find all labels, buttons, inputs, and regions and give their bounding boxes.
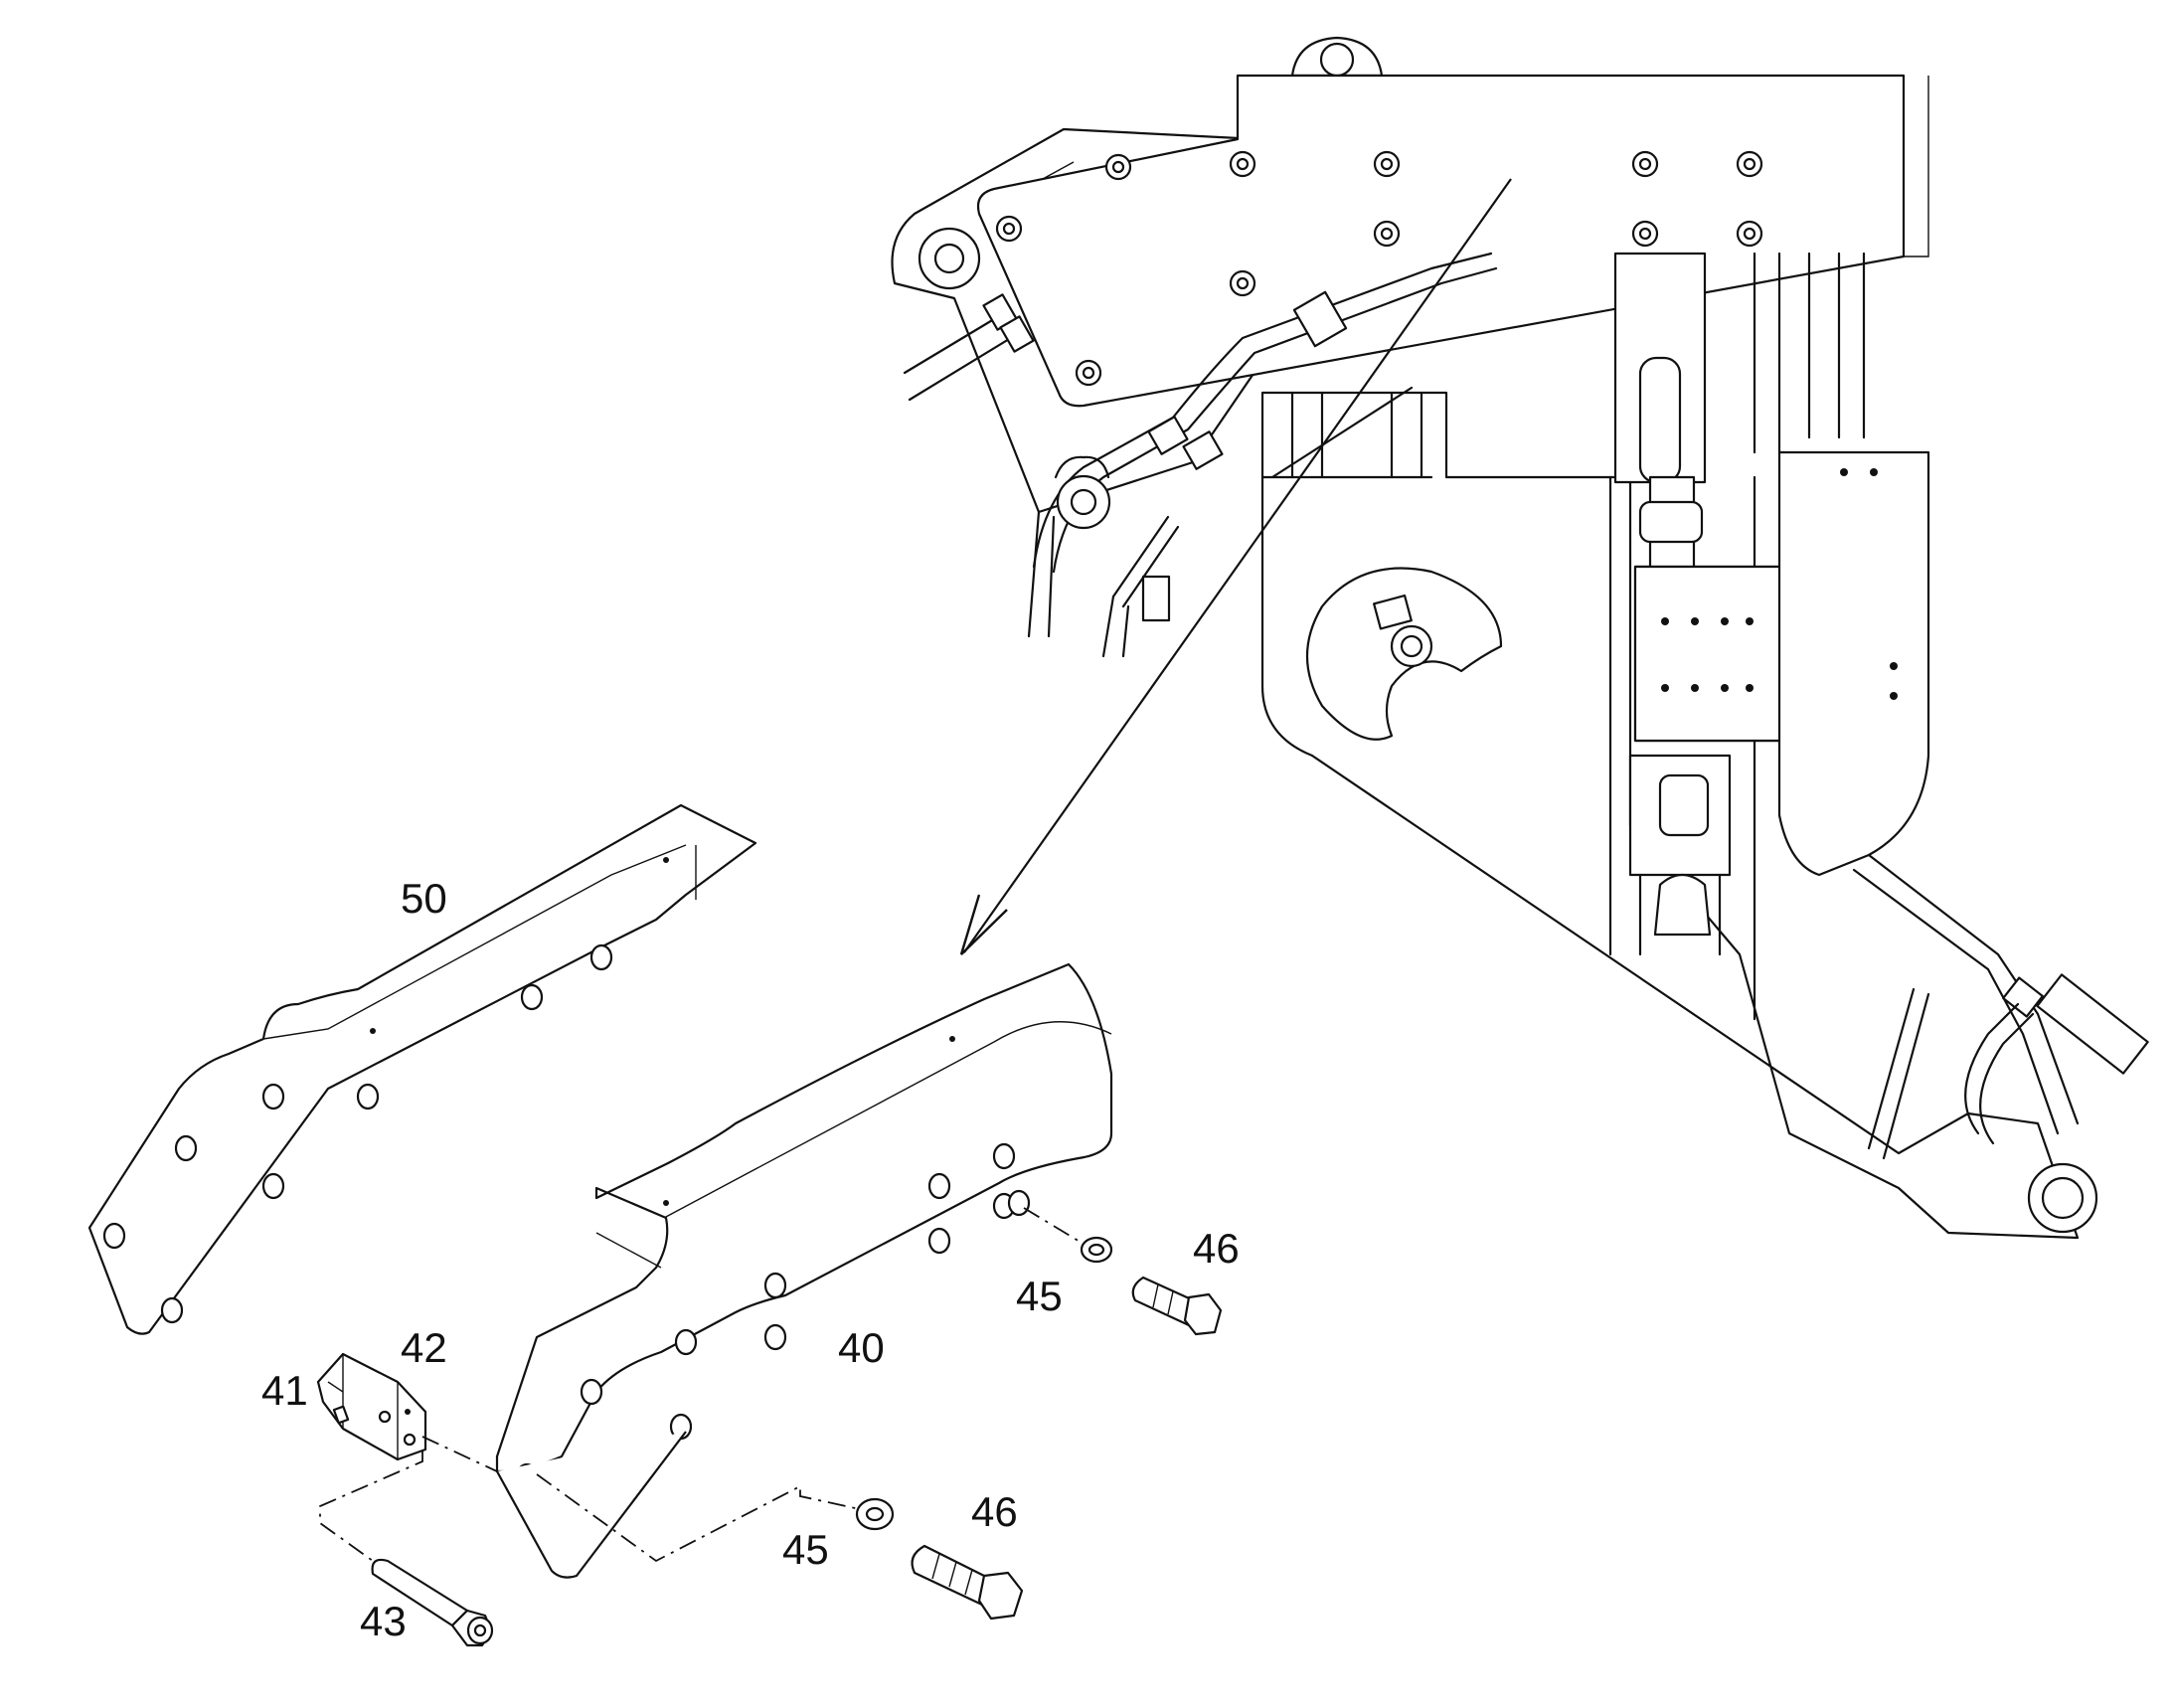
bolt-head-icon — [1229, 269, 1256, 297]
bolt-head-icon — [1736, 150, 1763, 178]
callout-45-upper: 45 — [1016, 1273, 1063, 1319]
bolt-hole-icon — [261, 1172, 285, 1200]
bolt-hole-icon — [1007, 1189, 1031, 1217]
bolt-hole-icon — [674, 1328, 698, 1356]
part-46-hex-bolt-lower — [911, 1544, 1024, 1621]
cam-plate — [1306, 567, 1503, 741]
callout-45-lower: 45 — [782, 1526, 829, 1573]
boom-assembly — [891, 36, 2149, 1240]
part-45-washer-upper — [1080, 1236, 1113, 1264]
lifting-eye — [1290, 36, 1384, 78]
part-40-shield — [495, 962, 1113, 1579]
callout-43: 43 — [360, 1598, 407, 1644]
bolt-head-icon — [1631, 220, 1659, 248]
part-46-hex-bolt-upper — [1131, 1276, 1223, 1336]
bolt-head-icon — [1373, 150, 1401, 178]
part-45-washer-lower — [855, 1497, 895, 1531]
bolt-hole-icon — [580, 1378, 603, 1406]
bolt-hole-icon — [992, 1142, 1016, 1170]
swivel-fitting — [1054, 455, 1111, 530]
hydraulic-lines — [903, 252, 1498, 622]
top-cover-plate — [976, 74, 1929, 408]
bolt-hole-icon — [763, 1323, 787, 1351]
bolt-hole-icon — [356, 1083, 380, 1110]
bolt-head-icon — [1075, 359, 1102, 387]
part-43-bolt — [371, 1558, 494, 1647]
callout-40: 40 — [838, 1324, 885, 1371]
bolt-head-icon — [1229, 150, 1256, 178]
callout-46-upper: 46 — [1193, 1225, 1240, 1272]
part-41-42-bracket — [316, 1352, 427, 1461]
bolt-head-icon — [1373, 220, 1401, 248]
explode-direction-arrow — [959, 178, 1512, 955]
callout-46-lower: 46 — [971, 1488, 1018, 1535]
right-bracket — [1753, 252, 1930, 877]
lower-right-arm — [1852, 853, 2149, 1234]
bolt-hole-icon — [261, 1083, 285, 1110]
bolt-hole-icon — [520, 983, 544, 1011]
bolt-head-icon — [1736, 220, 1763, 248]
bolt-hole-icon — [927, 1227, 951, 1255]
bolt-hole-icon — [589, 943, 613, 971]
assembly-centerlines — [319, 1207, 1083, 1563]
callout-labels: 50 40 42 41 43 45 46 45 46 — [261, 875, 1240, 1644]
bolt-hole-icon — [102, 1222, 126, 1250]
bolt-hole-icon — [763, 1272, 787, 1299]
bolt-head-icon — [1104, 153, 1132, 181]
bolt-head-icon — [1631, 150, 1659, 178]
callout-42: 42 — [401, 1324, 447, 1371]
callout-41: 41 — [261, 1367, 308, 1414]
callout-50: 50 — [401, 875, 447, 922]
bolt-head-icon — [995, 215, 1023, 243]
bolt-hole-icon — [927, 1172, 951, 1200]
bolt-hole-icon — [160, 1296, 184, 1324]
part-50-shield — [87, 803, 757, 1335]
bolt-hole-icon — [174, 1134, 198, 1162]
central-cylinder — [1608, 252, 1756, 1021]
cover-bolts — [995, 150, 1763, 387]
